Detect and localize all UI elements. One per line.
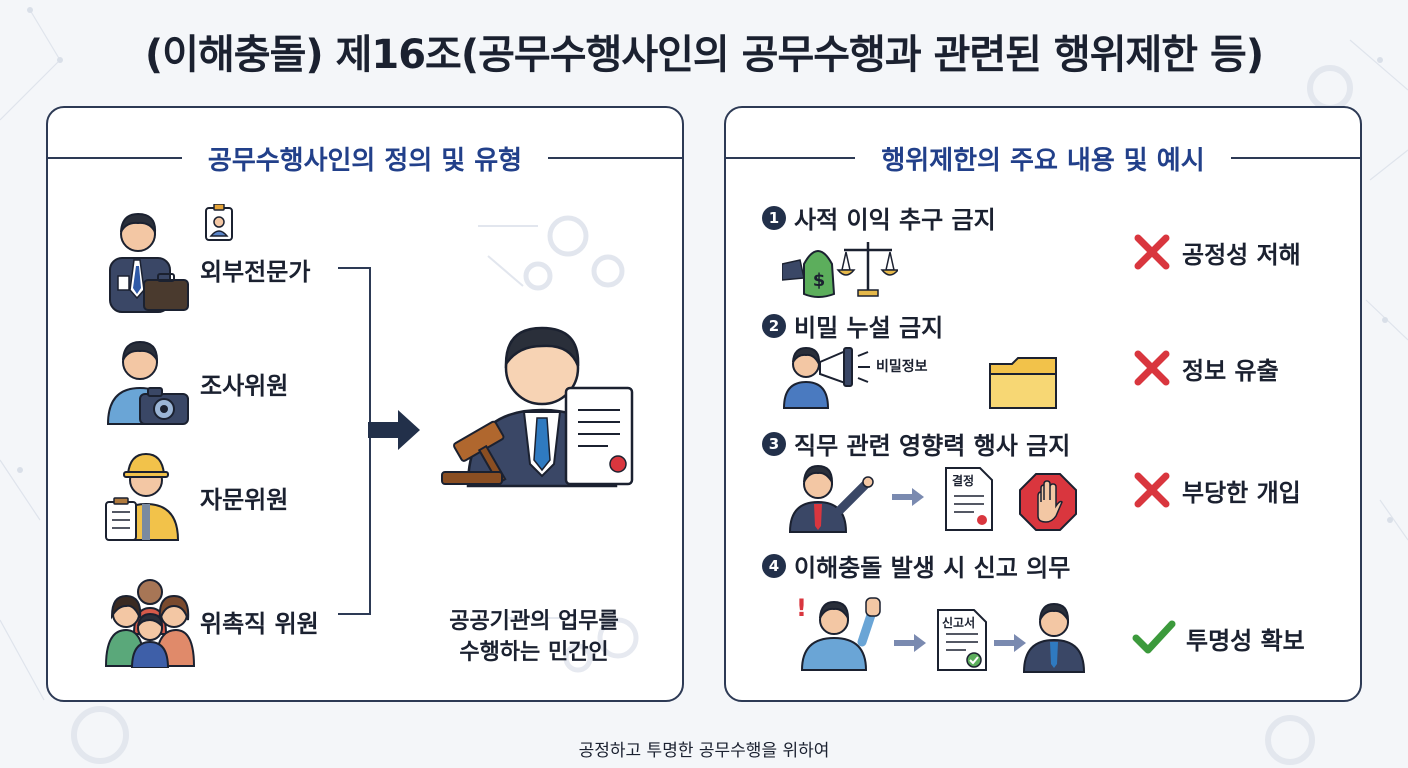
- pointing-person-icon: [788, 464, 874, 533]
- footer-caption: 공정하고 투명한 공무수행을 위하여: [578, 741, 830, 761]
- type-label: 자문위원: [200, 486, 289, 514]
- restriction-item-3: 3 직무 관련 영향력 행사 금지: [762, 426, 1070, 461]
- gear-decoration-icon: [508, 617, 639, 673]
- secret-info-tag: 비밀정보: [876, 359, 928, 375]
- reporting-person-icon: !: [796, 594, 881, 671]
- restriction-result-4: 투명성 확보: [1132, 618, 1305, 658]
- svg-text:!: !: [796, 594, 807, 622]
- header-rule-left: [48, 157, 182, 159]
- item-number-badge: 3: [762, 431, 786, 456]
- item-title: 직무 관련 영향력 행사 금지: [794, 432, 1071, 460]
- money-scale-icon: $: [782, 242, 898, 298]
- item-title: 이해충돌 발생 시 신고 의무: [794, 554, 1071, 582]
- result-text: 부당한 개입: [1182, 478, 1301, 507]
- definition-panel: 공무수행사인의 정의 및 유형: [46, 106, 684, 702]
- gear-decoration-icon: [478, 215, 625, 291]
- civilian-definition-line1: 공공기관의 업무를: [449, 609, 619, 634]
- decision-tag: 결정: [952, 474, 975, 488]
- bracket-connector: [338, 267, 371, 615]
- arrow-icon: [894, 634, 926, 652]
- item-title: 사적 이익 추구 금지: [794, 206, 996, 234]
- camera-person-icon: [106, 340, 189, 425]
- item-number-badge: 1: [762, 205, 786, 230]
- restriction-result-3: 부당한 개입: [1132, 470, 1301, 510]
- x-mark-icon: [1134, 234, 1170, 270]
- x-mark-icon: [1134, 350, 1170, 386]
- stop-hand-icon: [1019, 473, 1077, 531]
- decision-document-icon: [945, 467, 993, 531]
- restriction-item-2: 2 비밀 누설 금지: [762, 308, 943, 343]
- header-rule-right: [548, 157, 683, 159]
- restrictions-panel-title: 행위제한의 주요 내용 및 예시: [881, 145, 1205, 176]
- folder-icon: [989, 357, 1057, 409]
- report-tag: 신고서: [942, 616, 976, 630]
- check-mark-icon: [1132, 620, 1176, 654]
- hardhat-person-icon: [105, 452, 180, 541]
- arrow-icon: [892, 488, 924, 506]
- arrow-icon: [994, 634, 1026, 652]
- type-label: 외부전문가: [200, 258, 311, 286]
- civilian-official-icon: [441, 326, 634, 488]
- type-external-expert: 외부전문가: [104, 204, 310, 314]
- civilian-definition-line2: 수행하는 민간인: [459, 640, 609, 665]
- result-text: 정보 유출: [1182, 356, 1279, 385]
- report-form-icon: [937, 609, 987, 671]
- type-investigator: 조사위원: [104, 336, 288, 426]
- group-people-icon: [104, 579, 196, 668]
- type-label: 조사위원: [200, 372, 289, 400]
- restriction-item-4: 4 이해충돌 발생 시 신고 의무: [762, 548, 1070, 583]
- restriction-result-1: 공정성 저해: [1132, 232, 1301, 272]
- business-person-icon: [109, 212, 189, 313]
- restrictions-panel-header: 행위제한의 주요 내용 및 예시: [726, 138, 1360, 178]
- civilian-definition: 공공기관의 업무를 수행하는 민간인: [424, 606, 644, 668]
- svg-text:$: $: [813, 270, 826, 291]
- right-arrow-icon: [368, 410, 420, 450]
- type-label: 위촉직 위원: [200, 610, 319, 638]
- page-title: (이해충돌) 제16조(공무수행사인의 공무수행과 관련된 행위제한 등): [144, 32, 1264, 78]
- result-text: 투명성 확보: [1186, 626, 1305, 655]
- item-number-badge: 4: [762, 553, 786, 578]
- official-person-icon: [1022, 602, 1086, 673]
- x-mark-icon: [1134, 472, 1170, 508]
- item-title: 비밀 누설 금지: [794, 314, 944, 342]
- header-rule-left: [726, 157, 856, 159]
- item-number-badge: 2: [762, 313, 786, 338]
- type-commission-member: 위촉직 위원: [104, 564, 319, 668]
- id-badge-icon: [205, 204, 233, 241]
- definition-panel-header: 공무수행사인의 정의 및 유형: [48, 138, 683, 178]
- result-text: 공정성 저해: [1182, 240, 1301, 269]
- type-adviser: 자문위원: [104, 444, 288, 542]
- restrictions-panel: 행위제한의 주요 내용 및 예시 1 사적 이익 추구 금지 $ 공정성 저해 …: [724, 106, 1362, 702]
- definition-panel-title: 공무수행사인의 정의 및 유형: [207, 145, 523, 176]
- megaphone-person-icon: [782, 346, 870, 409]
- restriction-item-1: 1 사적 이익 추구 금지: [762, 200, 996, 235]
- restriction-result-2: 정보 유출: [1132, 348, 1279, 388]
- header-rule-right: [1230, 157, 1360, 159]
